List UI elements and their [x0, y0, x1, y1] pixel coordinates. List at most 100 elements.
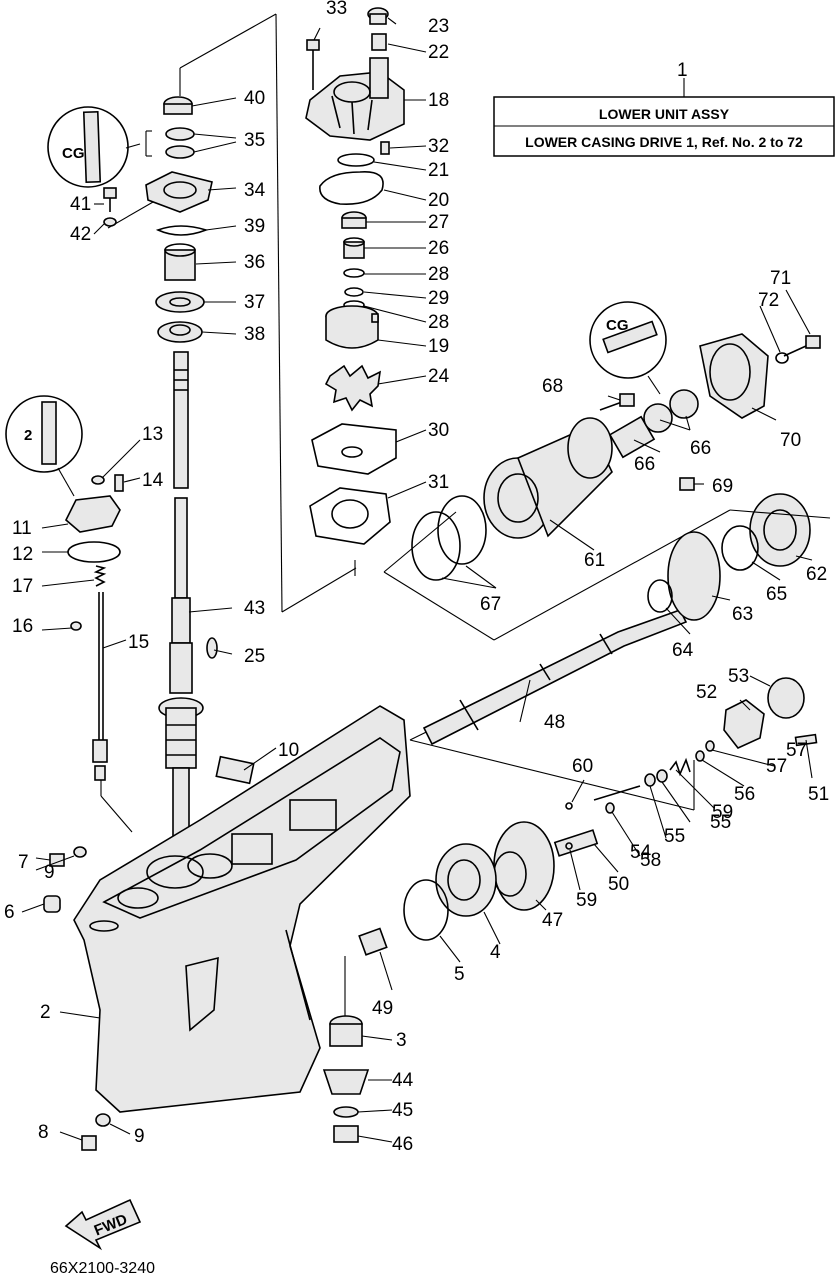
- callout-33: 33: [326, 0, 347, 19]
- callout-50: 50: [608, 874, 629, 895]
- callout-12: 12: [12, 544, 33, 565]
- bearing-housing-group: [383, 333, 831, 641]
- callout-24: 24: [428, 366, 450, 387]
- callout-4: 4: [490, 942, 501, 963]
- driveshaft: [158, 351, 233, 839]
- callout-42: 42: [70, 224, 91, 245]
- callout-66: 66: [634, 454, 655, 475]
- lower-casing: [73, 705, 411, 1113]
- callout-55: 55: [664, 826, 685, 847]
- callout-68: 68: [542, 376, 563, 397]
- callout-14: 14: [142, 470, 164, 491]
- callout-15: 15: [128, 632, 149, 653]
- callout-25: 25: [244, 646, 265, 667]
- callout-13: 13: [142, 424, 163, 445]
- driveshaft-group-outline: [107, 13, 357, 613]
- svg-text:CG: CG: [62, 145, 85, 162]
- callout-45: 45: [392, 1100, 413, 1121]
- callout-30: 30: [428, 420, 449, 441]
- callout-51: 51: [808, 784, 829, 805]
- callout-7: 7: [18, 852, 29, 873]
- callout-29: 29: [428, 288, 449, 309]
- water-pump-parts: [305, 7, 405, 576]
- callout-57: 57: [766, 756, 787, 777]
- callout-34: 34: [244, 180, 266, 201]
- part-10: [215, 755, 255, 785]
- callout-48: 48: [544, 712, 565, 733]
- callout-44: 44: [392, 1070, 414, 1091]
- callout-59: 59: [712, 802, 733, 823]
- callout-21: 21: [428, 160, 449, 181]
- callout-40: 40: [244, 88, 265, 109]
- callout-17: 17: [12, 576, 33, 597]
- callout-36: 36: [244, 252, 265, 273]
- callout-8: 8: [38, 1122, 49, 1143]
- drawing-code: 66X2100-3240: [50, 1260, 155, 1277]
- shift-rod-assembly: [65, 474, 133, 833]
- callout-3: 3: [396, 1030, 407, 1051]
- callout-6: 6: [4, 902, 15, 923]
- title-line-1: LOWER UNIT ASSY: [599, 106, 730, 122]
- callout-43: 43: [244, 598, 265, 619]
- callout-59: 59: [576, 890, 597, 911]
- callout-58: 58: [640, 850, 661, 871]
- callout-56: 56: [734, 784, 755, 805]
- callout-31: 31: [428, 472, 449, 493]
- seal-detail-inset-right: CG: [589, 301, 667, 395]
- callout-27: 27: [428, 212, 449, 233]
- callout-47: 47: [542, 910, 563, 931]
- callout-69: 69: [712, 476, 733, 497]
- callout-numbers: 2345678991011121314151617181920212223242…: [4, 0, 829, 1155]
- callout-61: 61: [584, 550, 605, 571]
- callout-19: 19: [428, 336, 449, 357]
- callout-41: 41: [70, 194, 91, 215]
- callout-5: 5: [454, 964, 465, 985]
- callout-leaders: [21, 17, 813, 1143]
- callout-71: 71: [770, 268, 791, 289]
- callout-46: 46: [392, 1134, 413, 1155]
- callout-57: 57: [786, 740, 807, 761]
- title-box: 1 LOWER UNIT ASSY LOWER CASING DRIVE 1, …: [493, 60, 835, 157]
- callout-28: 28: [428, 312, 449, 333]
- propeller-shaft-group: [403, 609, 818, 941]
- pinion-parts: [322, 927, 388, 1143]
- callout-65: 65: [766, 584, 787, 605]
- callout-28: 28: [428, 264, 449, 285]
- callout-60: 60: [572, 756, 593, 777]
- callout-37: 37: [244, 292, 265, 313]
- drain-plugs: [43, 846, 111, 1151]
- driveshaft-housing-parts: [103, 96, 213, 343]
- callout-38: 38: [244, 324, 265, 345]
- callout-66: 66: [690, 438, 711, 459]
- callout-53: 53: [728, 666, 749, 687]
- title-line-2: LOWER CASING DRIVE 1, Ref. No. 2 to 72: [525, 134, 803, 150]
- callout-70: 70: [780, 430, 801, 451]
- callout-20: 20: [428, 190, 449, 211]
- callout-9: 9: [44, 862, 55, 883]
- callout-10: 10: [278, 740, 299, 761]
- forward-direction-arrow: FWD: [64, 1198, 142, 1251]
- callout-32: 32: [428, 136, 449, 157]
- callout-1: 1: [677, 60, 688, 81]
- seal-detail-inset: CG: [47, 106, 152, 188]
- callout-11: 11: [12, 518, 32, 539]
- callout-49: 49: [372, 998, 393, 1019]
- callout-62: 62: [806, 564, 827, 585]
- callout-39: 39: [244, 216, 265, 237]
- svg-text:CG: CG: [606, 317, 629, 334]
- part-25: [206, 637, 218, 659]
- callout-54: 54: [630, 842, 652, 863]
- callout-55: 55: [710, 812, 731, 833]
- callout-22: 22: [428, 42, 449, 63]
- callout-9: 9: [134, 1126, 145, 1147]
- shift-detail-inset: 2: [5, 395, 83, 497]
- callout-16: 16: [12, 616, 33, 637]
- svg-text:2: 2: [24, 427, 32, 444]
- callout-63: 63: [732, 604, 753, 625]
- callout-35: 35: [244, 130, 265, 151]
- callout-18: 18: [428, 90, 449, 111]
- callout-72: 72: [758, 290, 779, 311]
- callout-2: 2: [40, 1002, 51, 1023]
